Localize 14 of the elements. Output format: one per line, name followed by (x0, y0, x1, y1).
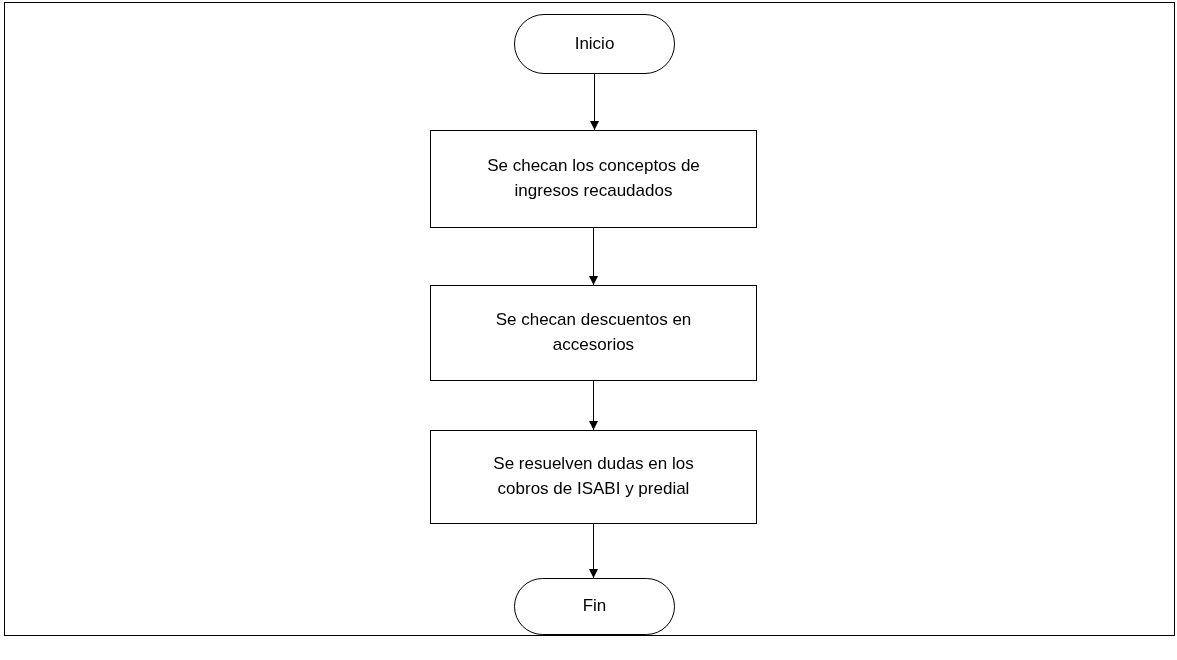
process-box (430, 285, 757, 381)
arrow (589, 227, 598, 286)
node-label: Se checan descuentos en accesorios (494, 309, 693, 356)
process-box (430, 130, 757, 228)
arrow (590, 73, 599, 131)
terminal-pill (514, 578, 675, 635)
node-label: Se checan los conceptos de ingresos recaudados (486, 155, 701, 202)
arrow (589, 523, 598, 579)
process-box (430, 430, 757, 524)
arrow (589, 380, 598, 431)
node-label: Fin (582, 595, 607, 618)
node-label: Se resuelven dudas en los cobros de ISABI y predial (492, 453, 695, 500)
terminal-pill (514, 14, 675, 74)
node-label: Inicio (574, 32, 615, 55)
